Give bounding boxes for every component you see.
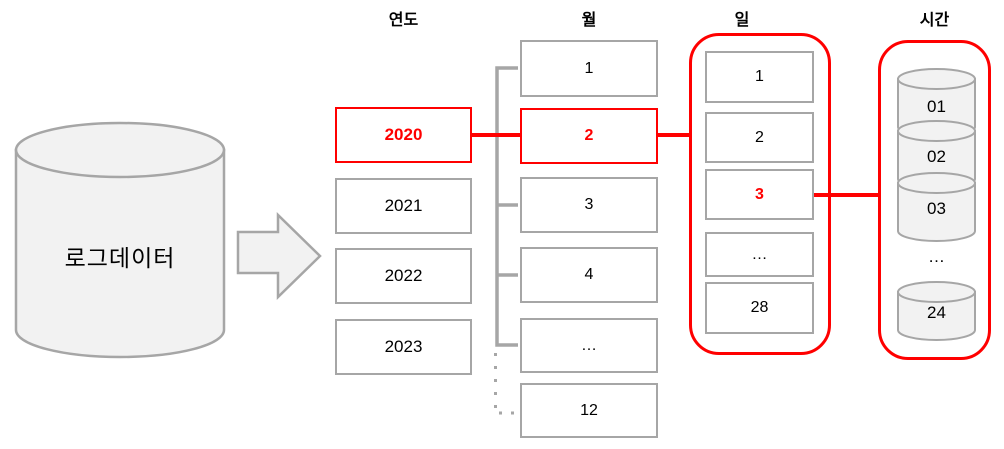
day-group-outline <box>689 33 831 355</box>
day-box-ellipsis: … <box>705 232 814 277</box>
day-box-selected: 3 <box>705 169 814 220</box>
month-box-ellipsis: … <box>520 318 658 373</box>
hour-cylinder-label: 01 <box>927 97 946 116</box>
year-box: 2023 <box>335 319 472 375</box>
month-box-selected: 2 <box>520 108 658 164</box>
month-box: 3 <box>520 177 658 233</box>
month-tree-connector <box>495 66 518 347</box>
day-column-header: 일 <box>734 12 750 29</box>
month-box: 1 <box>520 40 658 97</box>
year-column-header: 연도 <box>388 12 419 29</box>
month-box: 4 <box>520 247 658 303</box>
flow-arrow-icon <box>236 212 322 300</box>
hour-cylinder-label: 03 <box>927 199 946 218</box>
hour-cylinder-label: 24 <box>927 303 946 322</box>
day-box: 1 <box>705 51 814 103</box>
hour-group-outline <box>878 40 991 360</box>
year-box-selected: 2020 <box>335 107 472 163</box>
year-box: 2022 <box>335 248 472 304</box>
month-column-header: 월 <box>581 12 597 29</box>
day-box: 2 <box>705 112 814 163</box>
month-box: 12 <box>520 383 658 438</box>
database-label: 로그데이터 <box>64 245 176 271</box>
hour-column-header: 시간 <box>919 12 950 29</box>
day-box: 28 <box>705 282 814 334</box>
hour-ellipsis: … <box>928 247 945 266</box>
hour-cylinder-label: 02 <box>927 147 946 166</box>
hour-cylinder-icons <box>897 68 976 341</box>
year-box: 2021 <box>335 178 472 234</box>
database-cylinder-icon <box>14 121 226 359</box>
dotted-connector <box>494 353 519 415</box>
selected-path-connector <box>472 133 878 197</box>
